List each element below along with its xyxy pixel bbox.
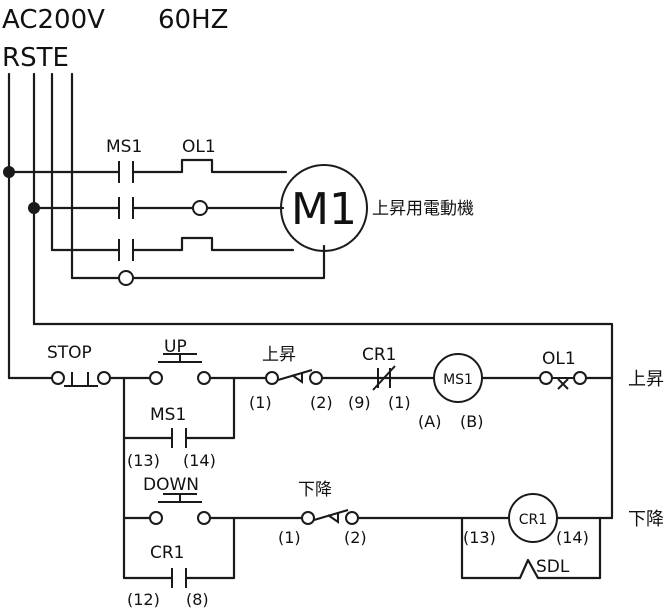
power-circuit: MS1 OL1 M1 上昇用電動機 [7, 137, 474, 286]
ol1-heater-terminal [192, 200, 208, 216]
down-limit-contact-bar [313, 509, 349, 524]
ms1-aux-terminal-13: (13) [127, 451, 160, 470]
supply-lines-label: RSTE [2, 43, 69, 73]
rung-up-label: 上昇 [628, 369, 664, 390]
ms1-aux-terminal-14: (14) [183, 451, 216, 470]
ms1-contact-1 [118, 161, 134, 183]
up-limit-switch: 上昇 (1) (2) [249, 345, 333, 412]
down-limit-terminal-2: (2) [344, 528, 367, 547]
earth-wire [70, 244, 326, 280]
ms1-aux-label: MS1 [150, 405, 186, 425]
down-limit-label: 下降 [298, 480, 332, 500]
down-limit-terminal-left [301, 511, 315, 525]
ol1-terminal-right [573, 371, 587, 385]
ms1-contactor-label: MS1 [106, 137, 142, 157]
ms1-contact-3 [118, 239, 134, 261]
supply-lines [3, 72, 74, 380]
up-contact-bar [158, 353, 202, 363]
motor-m1-label: M1 [291, 184, 357, 235]
up-terminal-left [149, 371, 163, 385]
sdl-loop [460, 516, 602, 580]
ol1-contact-label: OL1 [542, 349, 576, 369]
control-circuit: STOP UP MS1 (13) (14) 上昇 (1) (2) [7, 322, 664, 609]
ol1-terminal-left [539, 371, 553, 385]
phase1-wire [7, 158, 288, 174]
down-terminal-left [149, 511, 163, 525]
cr1-aux-label: CR1 [150, 543, 185, 563]
up-terminal-right [197, 371, 211, 385]
cr1-coil-terminal-14: (14) [556, 528, 589, 547]
ms1-coil: MS1 (A) (B) [418, 353, 483, 431]
down-limit-switch: 下降 (1) (2) [278, 480, 367, 547]
up-limit-contact-bar [277, 369, 313, 384]
down-contact-bar [158, 493, 202, 503]
up-limit-terminal-left [265, 371, 279, 385]
stop-label: STOP [47, 343, 92, 363]
cr1-aux-terminal-8: (8) [186, 590, 209, 609]
cr1-interlock-terminal-9: (9) [348, 393, 371, 412]
supply-voltage-label: AC200V [2, 5, 105, 35]
ms1-aux-contact [171, 428, 187, 448]
motor-m1-symbol [280, 164, 368, 252]
rung-down-label: 下降 [628, 509, 664, 530]
up-button: UP [149, 337, 211, 385]
earth-terminal [118, 270, 134, 286]
stop-terminal-left [51, 371, 65, 385]
sdl-label: SDL [536, 557, 570, 577]
return-rail [32, 322, 614, 520]
up-limit-terminal-right [309, 371, 323, 385]
ol1-trip-contact: OL1 [539, 349, 587, 390]
ol1-contact-mark [552, 377, 574, 390]
down-button: DOWN [143, 475, 211, 525]
ms1-coil-terminal-b: (B) [460, 412, 483, 431]
cr1-hold-branch [122, 516, 236, 580]
up-limit-terminal-2: (2) [310, 393, 333, 412]
down-terminal-right [197, 511, 211, 525]
stop-terminal-right [97, 371, 111, 385]
up-limit-label: 上昇 [262, 345, 296, 365]
ms1-coil-terminal-a: (A) [418, 412, 441, 431]
cr1-interlock-label: CR1 [362, 345, 397, 365]
cr1-interlock-terminal-1: (1) [388, 393, 411, 412]
ms1-coil-symbol [433, 353, 483, 403]
cr1-coil-terminal-13: (13) [463, 528, 496, 547]
cr1-coil-symbol [508, 493, 558, 543]
down-limit-terminal-1: (1) [278, 528, 301, 547]
cr1-aux-contact [171, 568, 187, 588]
cr1-interlock-contact: CR1 (9) (1) [348, 345, 411, 412]
ol1-overload-label: OL1 [182, 137, 216, 157]
up-limit-terminal-1: (1) [249, 393, 272, 412]
ms1-coil-label: MS1 [443, 372, 473, 388]
cr1-coil-label: CR1 [519, 512, 547, 528]
supply-frequency-label: 60HZ [158, 5, 228, 35]
cr1-coil: CR1 (13) (14) [463, 493, 589, 547]
cr1-nc-symbol [372, 365, 396, 391]
stop-contact-bar [64, 372, 98, 387]
stop-button: STOP [47, 343, 111, 387]
up-label: UP [164, 337, 187, 357]
ms1-contact-2 [118, 197, 134, 219]
down-limit-terminal-right [345, 511, 359, 525]
motor-description: 上昇用電動機 [372, 199, 474, 219]
cr1-aux-terminal-12: (12) [127, 590, 160, 609]
down-label: DOWN [143, 475, 199, 495]
phase3-wire [50, 236, 295, 252]
